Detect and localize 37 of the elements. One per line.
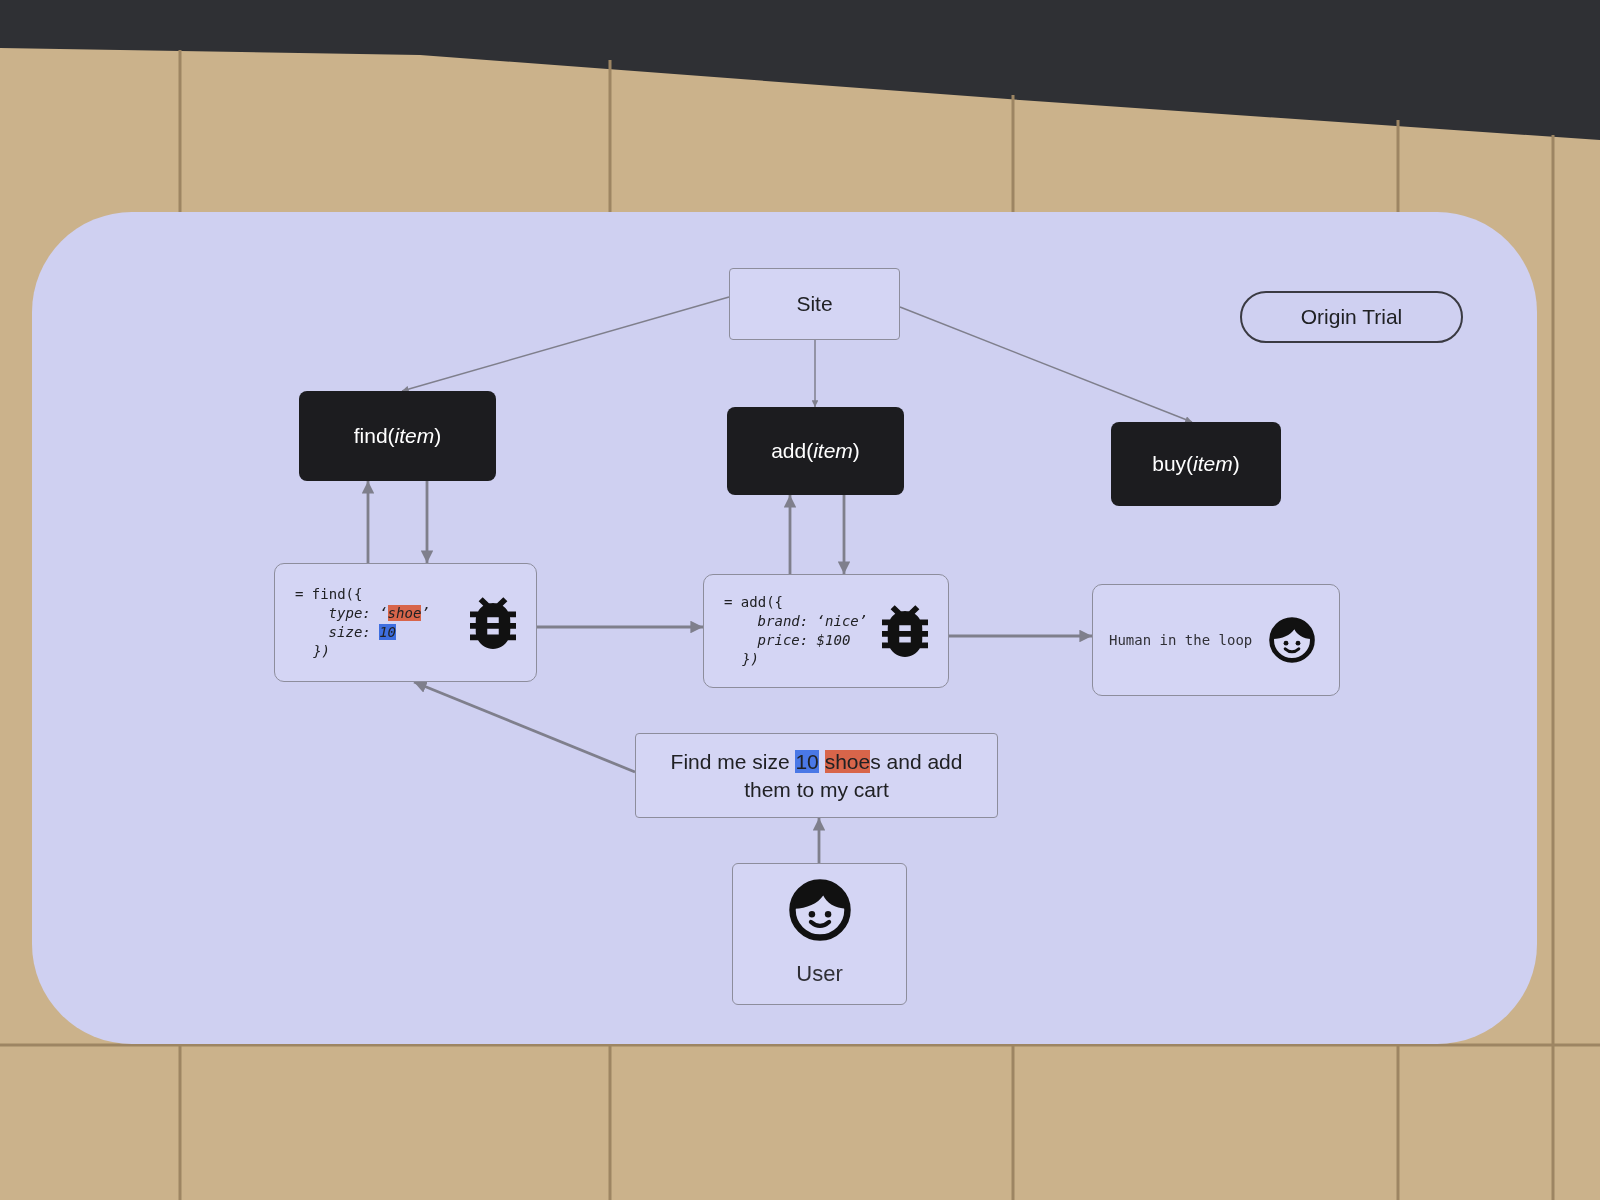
arrow — [361, 481, 375, 563]
text-box — [635, 733, 998, 818]
arrow — [413, 680, 636, 774]
code-line: }) — [741, 650, 760, 669]
function-box — [1111, 422, 1281, 506]
arrow — [899, 306, 1193, 423]
node-label: Human in the loop — [1109, 630, 1253, 650]
code-line: size: 10 — [327, 622, 397, 642]
code-card — [703, 574, 949, 688]
function-label: add(item) — [771, 438, 860, 465]
pill-label: Origin Trial — [1300, 304, 1403, 331]
arrow — [949, 629, 1092, 643]
code-card — [274, 563, 537, 682]
arrow — [811, 339, 819, 408]
arrow — [401, 296, 730, 393]
code-line: = add({ — [724, 593, 783, 612]
arrow — [812, 818, 826, 863]
node-label: Site — [796, 291, 833, 317]
function-label: buy(item) — [1152, 451, 1240, 478]
arrow — [537, 620, 703, 634]
arrow — [420, 481, 434, 563]
status-pill — [1240, 291, 1463, 343]
node-label: User — [796, 959, 843, 988]
code-line: = find({ — [295, 584, 363, 604]
text-box — [729, 268, 900, 340]
arrow — [783, 495, 797, 574]
user-card — [732, 863, 907, 1005]
function-box — [299, 391, 496, 481]
function-label: find(item) — [353, 423, 442, 450]
code-line: brand: ‘nice’ — [756, 612, 868, 631]
card — [1092, 584, 1340, 696]
code-line: }) — [312, 641, 331, 661]
code-line: type: ‘shoe’ — [327, 603, 430, 623]
node-label: Find me size 10 shoes and add them to my cart — [669, 748, 964, 803]
code-line: price: $100 — [756, 631, 851, 650]
function-box — [727, 407, 904, 495]
arrow — [837, 495, 851, 574]
